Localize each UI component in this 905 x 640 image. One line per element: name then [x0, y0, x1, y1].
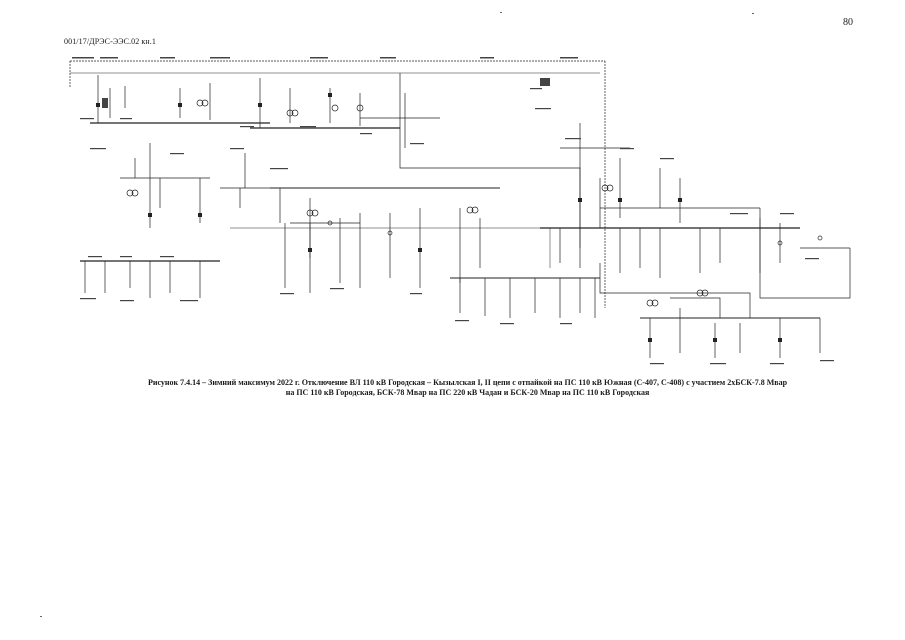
mid-drops — [284, 208, 481, 293]
left-feeder — [97, 75, 220, 124]
bottom-drops — [459, 278, 596, 318]
scan-speck — [40, 616, 42, 617]
link-line — [230, 227, 551, 268]
right-link — [599, 263, 751, 318]
mid-left-drops — [84, 261, 201, 298]
right-boundary — [600, 207, 851, 299]
bottom-right-drops — [649, 297, 821, 358]
caption-line-2: на ПС 110 кВ Городская, БСК-78 Мвар на П… — [285, 388, 650, 397]
center-long-line — [399, 73, 581, 248]
page-number: 80 — [843, 17, 853, 28]
caption-line-1: Рисунок 7.4.14 – Зимний максимум 2022 г.… — [147, 378, 788, 387]
top-boundary-line — [69, 60, 606, 308]
figure-caption: Рисунок 7.4.14 – Зимний максимум 2022 г.… — [60, 378, 875, 398]
right-feeder — [560, 123, 681, 228]
single-line-diagram — [69, 57, 851, 365]
scan-speck — [500, 12, 502, 13]
document-code: 001/17/ДРЭС-ЭЭС.02 кн.1 — [64, 37, 156, 46]
scan-speck — [752, 13, 754, 14]
mid-left-feeder — [120, 143, 210, 228]
mid-feeder — [220, 153, 360, 258]
right-drops — [559, 218, 781, 278]
